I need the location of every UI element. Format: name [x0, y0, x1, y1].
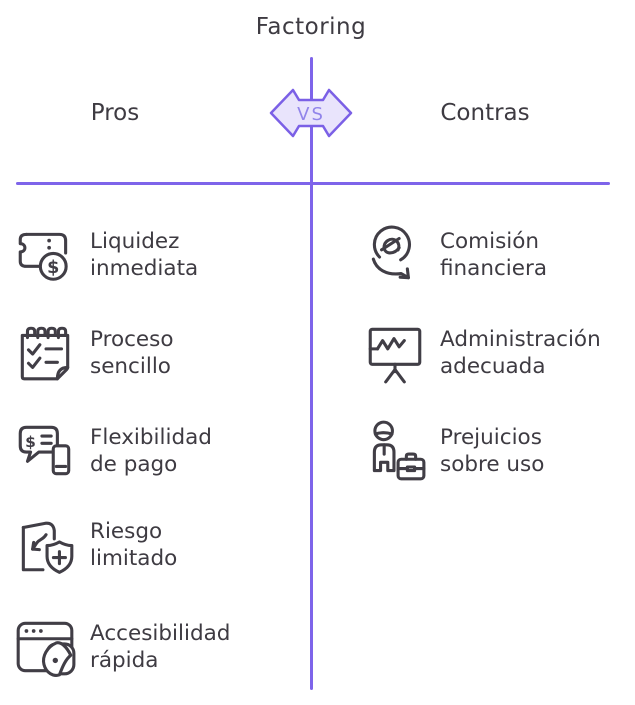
item-label: Flexibilidad de pago	[90, 424, 212, 478]
vs-badge: VS	[268, 84, 354, 142]
page-title: Factoring	[255, 14, 367, 40]
person-briefcase-icon	[372, 420, 426, 481]
list-item: Riesgo limitado	[12, 512, 177, 578]
item-label: Administración adecuada	[440, 326, 601, 380]
list-item: Proceso sencillo	[12, 320, 174, 386]
list-item: $ Liquidez inmediata	[12, 222, 198, 288]
svg-text:$: $	[47, 258, 59, 278]
list-item: $ Flexibilidad de pago	[12, 418, 212, 484]
ticket-dollar-icon: $	[18, 232, 68, 281]
document-shield-plus-icon	[21, 521, 74, 574]
horizontal-divider	[16, 182, 610, 185]
vertical-divider	[310, 57, 313, 690]
list-item: Prejuicios sobre uso	[362, 418, 544, 484]
checklist-notepad-icon	[20, 326, 70, 381]
browser-wallet-icon	[16, 621, 76, 677]
item-label: Proceso sencillo	[90, 326, 174, 380]
item-label: Riesgo limitado	[90, 518, 178, 572]
item-label: Prejuicios sobre uso	[440, 424, 545, 478]
list-item: Accesibilidad rápida	[12, 614, 230, 680]
list-item: Comisión financiera	[362, 222, 547, 288]
list-item: Administración adecuada	[362, 320, 601, 386]
presentation-chart-icon	[368, 327, 422, 384]
contras-column-header: Contras	[440, 100, 530, 126]
svg-text:$: $	[25, 433, 36, 451]
item-label: Comisión financiera	[440, 228, 548, 282]
euro-decline-arrow-icon	[371, 225, 411, 280]
item-label: Liquidez inmediata	[90, 228, 199, 282]
vs-arrows-icon: VS	[269, 88, 353, 138]
vs-badge-label: VS	[297, 104, 325, 125]
item-label: Accesibilidad rápida	[90, 620, 231, 674]
payment-chat-phone-icon: $	[18, 425, 71, 476]
pros-column-header: Pros	[90, 100, 140, 126]
